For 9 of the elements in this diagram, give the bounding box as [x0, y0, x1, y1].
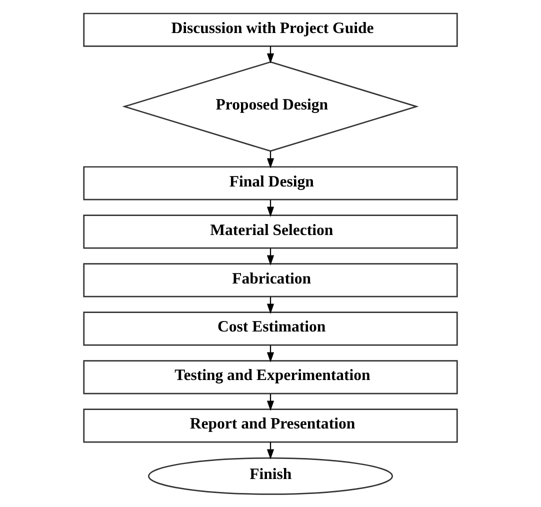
node-box: Material Selection [83, 214, 458, 248]
node-box: Fabrication [83, 262, 458, 297]
node-ellipse: Finish [148, 456, 393, 494]
node-box: Discussion with Project Guide [83, 12, 458, 46]
node-box: Cost Estimation [83, 311, 458, 346]
node-box: Testing and Experimentation [83, 360, 458, 394]
node-box: Report and Presentation [83, 408, 458, 442]
node-box: Final Design [83, 166, 458, 200]
node-diamond: Proposed Design [122, 60, 419, 152]
